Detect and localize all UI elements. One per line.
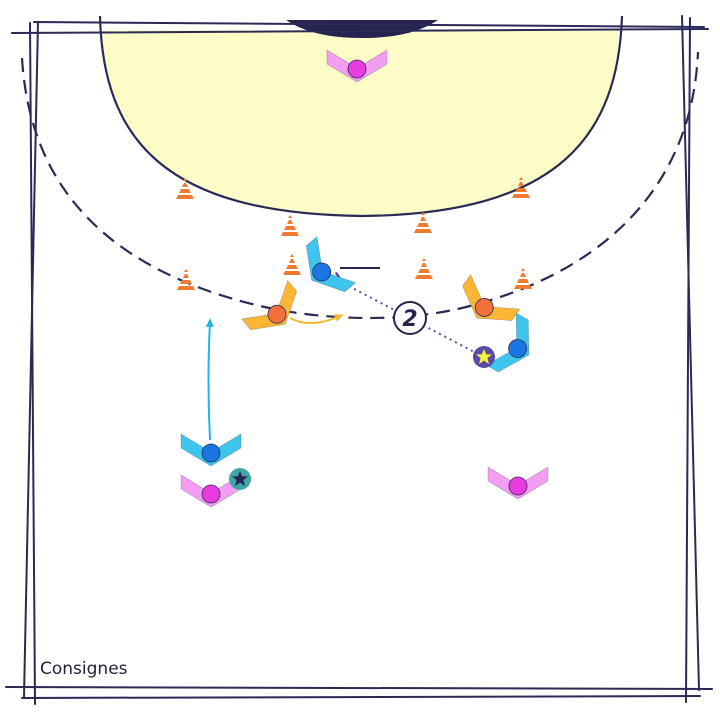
blue-chevron-player-icon bbox=[305, 236, 357, 293]
step-number-badge: 2 bbox=[393, 301, 427, 335]
court-outline bbox=[5, 15, 713, 705]
cone-icon bbox=[176, 178, 194, 199]
dark-star-ball-icon bbox=[229, 468, 251, 490]
pink-chevron-player-icon bbox=[326, 49, 388, 83]
blue-chevron-player-icon bbox=[485, 312, 530, 373]
cone-icon bbox=[281, 215, 299, 236]
blue-chevron-player-icon bbox=[180, 433, 242, 467]
pink-chevron-player-icon bbox=[180, 474, 242, 508]
orange-chevron-player-icon bbox=[241, 279, 298, 331]
player-group bbox=[180, 49, 549, 508]
cone-icon bbox=[177, 269, 195, 290]
goal-area-zone bbox=[103, 30, 618, 216]
instructions-caption: Consignes bbox=[40, 659, 128, 679]
cone-icon bbox=[414, 212, 432, 233]
cone-icon bbox=[283, 254, 301, 275]
free-throw-line-dashed bbox=[20, 51, 700, 320]
pass-arrow bbox=[341, 282, 479, 355]
cone-icon bbox=[512, 177, 530, 198]
step-number-text: 2 bbox=[402, 307, 417, 332]
run-arrow bbox=[205, 318, 214, 441]
cone-group bbox=[176, 177, 532, 290]
orange-chevron-player-icon bbox=[462, 274, 521, 321]
cone-icon bbox=[415, 258, 433, 279]
pink-chevron-player-icon bbox=[487, 466, 549, 500]
move-arrow bbox=[289, 314, 344, 324]
cone-icon bbox=[514, 268, 532, 289]
yellow-star-ball-icon bbox=[473, 346, 495, 368]
goal-area-line bbox=[98, 15, 624, 218]
